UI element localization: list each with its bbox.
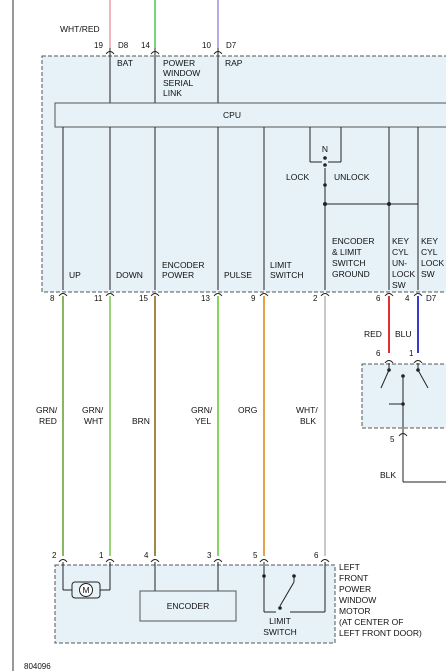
wire-label-limit: ORG: [238, 405, 257, 415]
cpu-label: CPU: [223, 110, 241, 120]
lock-label: LOCK: [286, 172, 309, 182]
motor-desc-2: FRONT: [339, 573, 368, 583]
pin-number: 14: [141, 41, 150, 50]
wire-label-encoder-power: BRN: [132, 416, 150, 426]
pin-15: 15: [139, 294, 148, 303]
key-cylinder-switch: [361, 363, 446, 429]
pin-d7: D7: [426, 294, 437, 303]
motor-pin-1: 1: [99, 551, 104, 560]
bat-label: BAT: [117, 58, 133, 68]
serial-link-label-1: POWER: [163, 58, 195, 68]
motor-pin-2: 2: [52, 551, 57, 560]
pin-number: 19: [94, 41, 103, 50]
wire-label-down-2: WHT: [84, 416, 103, 426]
motor-pin-3: 3: [207, 551, 212, 560]
rap-label: RAP: [225, 58, 243, 68]
output-label-ground-3: SWITCH: [332, 258, 366, 268]
switch-pin-bottom: 5: [390, 435, 395, 444]
key-unlock-label-2: CYL: [392, 247, 409, 257]
pin-11: 11: [94, 294, 103, 303]
unlock-label: UNLOCK: [334, 172, 370, 182]
limit-switch-label-1: LIMIT: [269, 616, 291, 626]
top-wire-label: WHT/RED: [60, 24, 100, 34]
pin-4: 4: [405, 294, 410, 303]
motor-desc-5: MOTOR: [339, 606, 370, 616]
motor-pin-5: 5: [253, 551, 258, 560]
motor-pin-4: 4: [144, 551, 149, 560]
key-lock-label-1: KEY: [421, 236, 438, 246]
figure-id: 804096: [24, 662, 51, 671]
top-pin-serial-link: 14 POWER WINDOW SERIAL LINK: [141, 41, 200, 103]
output-label-limit-1: LIMIT: [270, 260, 292, 270]
limit-switch-label-2: SWITCH: [263, 627, 297, 637]
motor-desc-6: (AT CENTER OF: [339, 617, 403, 627]
top-pin-bat: 19 D8 BAT: [94, 41, 133, 103]
cavity-label: D7: [226, 41, 237, 50]
lock-n-label: N: [322, 144, 328, 154]
serial-link-label-4: LINK: [163, 88, 182, 98]
wire-label-blu: BLU: [395, 329, 412, 339]
serial-link-label-2: WINDOW: [163, 68, 200, 78]
motor-desc-4: WINDOW: [339, 595, 376, 605]
pin-6-top: 6: [376, 294, 381, 303]
motor-desc-1: LEFT: [339, 562, 360, 572]
motor-icon: M: [71, 581, 101, 599]
pin-9: 9: [251, 294, 256, 303]
wire-label-red: RED: [364, 329, 382, 339]
pin-number: 10: [202, 41, 211, 50]
key-lock-label-3: LOCK: [421, 258, 444, 268]
wire-label-ground-1: WHT/: [296, 405, 318, 415]
key-lock-label-4: SW: [421, 269, 435, 279]
output-label-ground-2: & LIMIT: [332, 247, 362, 257]
output-label-encoder-power-2: POWER: [162, 270, 194, 280]
motor-symbol: M: [82, 585, 89, 595]
serial-link-label-3: SERIAL: [163, 78, 194, 88]
output-label-pulse: PULSE: [224, 270, 252, 280]
cavity-label: D8: [118, 41, 129, 50]
top-pin-rap: 10 D7 RAP: [202, 41, 243, 103]
output-label-down: DOWN: [116, 270, 143, 280]
door-module-outline: [41, 55, 446, 293]
output-label-encoder-power-1: ENCODER: [162, 260, 205, 270]
wire-label-pulse-1: GRN/: [191, 405, 213, 415]
wire-label-ground-2: BLK: [300, 416, 316, 426]
ground-wire-label: BLK: [380, 470, 396, 480]
key-unlock-label-3: UN-: [392, 258, 407, 268]
key-lock-label-2: CYL: [421, 247, 438, 257]
output-label-ground-4: GROUND: [332, 269, 370, 279]
encoder-block: [139, 590, 237, 622]
output-label-limit-2: SWITCH: [270, 270, 304, 280]
switch-pin-left: 6: [376, 349, 381, 358]
cpu-block: [54, 102, 446, 128]
wire-label-pulse-2: YEL: [195, 416, 211, 426]
key-unlock-label-1: KEY: [392, 236, 409, 246]
key-unlock-label-4: LOCK: [392, 269, 415, 279]
encoder-label: ENCODER: [167, 601, 210, 611]
motor-desc-3: POWER: [339, 584, 371, 594]
key-unlock-label-5: SW: [392, 280, 406, 290]
output-label-up: UP: [69, 270, 81, 280]
motor-pin-6: 6: [314, 551, 319, 560]
pin-2: 2: [313, 294, 318, 303]
wire-label-up-2: RED: [39, 416, 57, 426]
output-label-ground-1: ENCODER: [332, 236, 375, 246]
motor-desc-7: LEFT FRONT DOOR): [339, 628, 422, 638]
pin-8: 8: [50, 294, 55, 303]
wire-label-up-1: GRN/: [36, 405, 58, 415]
wire-label-down-1: GRN/: [82, 405, 104, 415]
switch-pin-right: 1: [409, 349, 414, 358]
pin-13: 13: [201, 294, 210, 303]
